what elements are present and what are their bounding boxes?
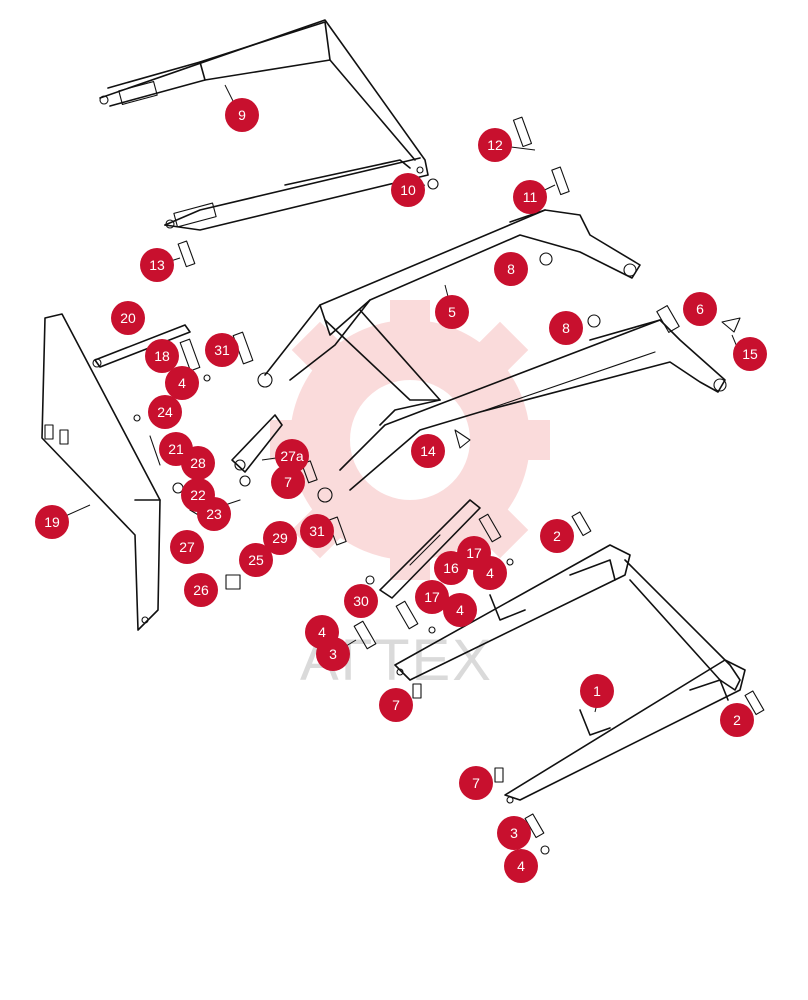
svg-text:3: 3 — [329, 646, 337, 662]
callout-4: 4 — [504, 849, 538, 883]
part-16-cylinder — [353, 499, 514, 650]
svg-text:31: 31 — [309, 523, 325, 539]
svg-text:2: 2 — [733, 712, 741, 728]
callout-17: 17 — [415, 580, 449, 614]
callout-4: 4 — [473, 556, 507, 590]
callout-3: 3 — [497, 816, 531, 850]
svg-text:13: 13 — [149, 257, 165, 273]
callout-10: 10 — [391, 173, 425, 207]
callout-5: 5 — [435, 295, 469, 329]
svg-text:5: 5 — [448, 304, 456, 320]
svg-text:4: 4 — [178, 375, 186, 391]
callout-25: 25 — [239, 543, 273, 577]
callout-12: 12 — [478, 128, 512, 162]
callout-20: 20 — [111, 301, 145, 335]
callout-28: 28 — [181, 446, 215, 480]
svg-text:27a: 27a — [280, 448, 304, 464]
svg-text:8: 8 — [507, 261, 515, 277]
callout-7: 7 — [379, 688, 413, 722]
svg-text:4: 4 — [486, 565, 494, 581]
svg-text:4: 4 — [318, 624, 326, 640]
callout-23: 23 — [197, 497, 231, 531]
callout-2: 2 — [720, 703, 754, 737]
svg-text:28: 28 — [190, 455, 206, 471]
callout-4: 4 — [165, 366, 199, 400]
callout-7: 7 — [459, 766, 493, 800]
svg-text:7: 7 — [472, 775, 480, 791]
callout-6: 6 — [683, 292, 717, 326]
callout-badges: 9 10 12 11 13 8 5 6 8 15 20 18 31 4 24 1… — [35, 98, 767, 883]
callout-30: 30 — [344, 584, 378, 618]
callout-8: 8 — [494, 252, 528, 286]
callout-9: 9 — [225, 98, 259, 132]
callout-26: 26 — [184, 573, 218, 607]
svg-text:7: 7 — [284, 474, 292, 490]
svg-text:10: 10 — [400, 182, 416, 198]
callout-8: 8 — [549, 311, 583, 345]
svg-text:21: 21 — [168, 441, 184, 457]
callout-24: 24 — [148, 395, 182, 429]
svg-text:19: 19 — [44, 514, 60, 530]
callout-3: 3 — [316, 637, 350, 671]
svg-text:6: 6 — [696, 301, 704, 317]
svg-text:25: 25 — [248, 552, 264, 568]
svg-text:17: 17 — [466, 545, 482, 561]
part-5-upper-arms — [257, 209, 727, 503]
svg-text:16: 16 — [443, 560, 459, 576]
svg-text:9: 9 — [238, 107, 246, 123]
callout-29: 29 — [263, 521, 297, 555]
small-components-right — [177, 116, 741, 449]
part-19-side-plate — [41, 313, 161, 631]
callout-15: 15 — [733, 337, 767, 371]
callout-27: 27 — [170, 530, 204, 564]
svg-text:11: 11 — [523, 189, 538, 205]
svg-text:30: 30 — [353, 593, 369, 609]
callout-16: 16 — [434, 551, 468, 585]
svg-text:23: 23 — [206, 506, 222, 522]
callout-19: 19 — [35, 505, 69, 539]
callout-7: 7 — [271, 465, 305, 499]
svg-text:2: 2 — [553, 528, 561, 544]
callout-13: 13 — [140, 248, 174, 282]
svg-text:26: 26 — [193, 582, 209, 598]
svg-text:29: 29 — [272, 530, 288, 546]
svg-text:22: 22 — [190, 487, 206, 503]
svg-text:24: 24 — [157, 404, 173, 420]
svg-text:1: 1 — [593, 683, 601, 699]
svg-text:15: 15 — [742, 346, 758, 362]
svg-text:7: 7 — [392, 697, 400, 713]
svg-text:14: 14 — [420, 443, 436, 459]
callout-31: 31 — [205, 333, 239, 367]
svg-text:31: 31 — [214, 342, 230, 358]
svg-text:12: 12 — [487, 137, 503, 153]
svg-text:18: 18 — [154, 348, 170, 364]
callout-4: 4 — [443, 593, 477, 627]
callout-14: 14 — [411, 434, 445, 468]
callout-11: 11 — [513, 180, 547, 214]
callout-31: 31 — [300, 514, 334, 548]
callout-2: 2 — [540, 519, 574, 553]
part-9-upper-frame — [99, 19, 429, 231]
svg-text:4: 4 — [456, 602, 464, 618]
svg-text:3: 3 — [510, 825, 518, 841]
svg-text:27: 27 — [179, 539, 195, 555]
callout-1: 1 — [580, 674, 614, 708]
part-1-lower-frame — [394, 511, 765, 855]
svg-text:4: 4 — [517, 858, 525, 874]
svg-text:8: 8 — [562, 320, 570, 336]
svg-text:17: 17 — [424, 589, 440, 605]
svg-text:20: 20 — [120, 310, 136, 326]
callout-18: 18 — [145, 339, 179, 373]
callout-27a: 27a — [275, 439, 309, 473]
